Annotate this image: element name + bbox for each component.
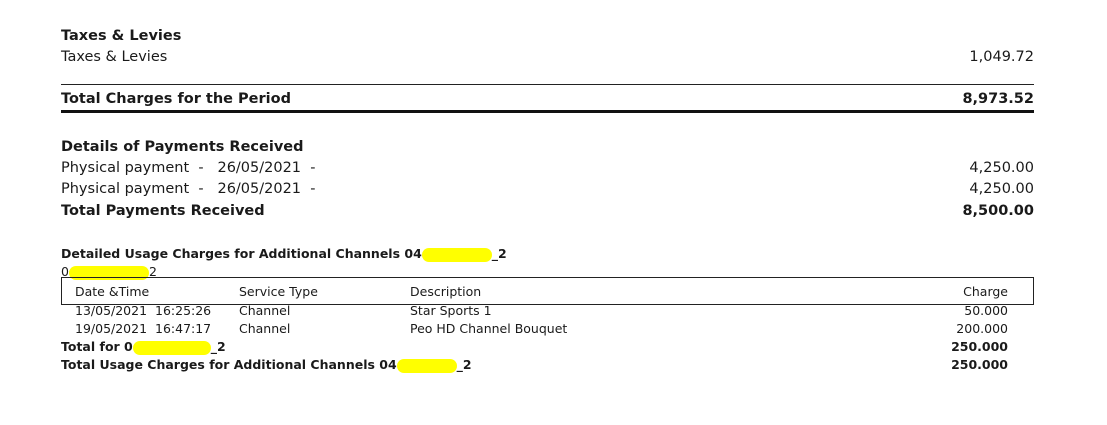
payments-heading: Details of Payments Received (61, 139, 304, 155)
taxes-line-amount: 1,049.72 (969, 49, 1034, 65)
grand-total-amount: 250.000 (951, 357, 1008, 372)
table-row-2-service: Channel (239, 321, 291, 336)
total-for-amount: 250.000 (951, 339, 1008, 354)
total-charges-label: Total Charges for the Period (61, 91, 291, 107)
col-header-description: Description (410, 284, 482, 299)
total-charges-amount: 8,973.52 (962, 91, 1034, 107)
total-for-prefix: Total for 0 (61, 339, 133, 354)
divider-top (61, 84, 1034, 85)
taxes-line-label: Taxes & Levies (61, 49, 168, 65)
table-row-2-description: Peo HD Channel Bouquet (410, 321, 568, 336)
grand-total-suffix: _2 (456, 357, 472, 372)
col-header-service: Service Type (239, 284, 318, 299)
table-row-1-charge: 50.000 (964, 303, 1008, 318)
redaction-mark (132, 340, 211, 355)
grand-total-prefix: Total Usage Charges for Additional Chann… (61, 357, 397, 372)
usage-table-header (61, 277, 1034, 305)
usage-heading: Detailed Usage Charges for Additional Ch… (61, 246, 507, 262)
payment-row-2-amount: 4,250.00 (969, 181, 1034, 197)
table-row-2-datetime: 19/05/2021 16:47:17 (75, 321, 212, 336)
payment-row-1-amount: 4,250.00 (969, 160, 1034, 176)
total-for-suffix: _2 (210, 339, 226, 354)
usage-account-suffix: 2 (148, 264, 157, 279)
table-row-1-datetime: 13/05/2021 16:25:26 (75, 303, 212, 318)
redaction-mark (421, 247, 492, 262)
payment-row-2-label: Physical payment - 26/05/2021 - (61, 181, 316, 197)
payment-row-1-label: Physical payment - 26/05/2021 - (61, 160, 316, 176)
table-row-2-charge: 200.000 (956, 321, 1008, 336)
payments-total-label: Total Payments Received (61, 203, 265, 219)
table-row-1-service: Channel (239, 303, 291, 318)
col-header-datetime: Date &Time (75, 284, 150, 299)
redaction-mark (396, 358, 457, 373)
col-header-charge: Charge (963, 284, 1008, 299)
usage-account-prefix: 0 (61, 264, 69, 279)
taxes-heading: Taxes & Levies (61, 28, 182, 44)
usage-heading-suffix: _2 (491, 246, 507, 261)
divider-thick (61, 110, 1034, 113)
total-for-label: Total for 0 _2 (61, 339, 226, 355)
grand-total-label: Total Usage Charges for Additional Chann… (61, 357, 472, 373)
table-row-1-description: Star Sports 1 (410, 303, 492, 318)
redaction-mark (68, 265, 149, 280)
payments-total-amount: 8,500.00 (962, 203, 1034, 219)
usage-heading-prefix: Detailed Usage Charges for Additional Ch… (61, 246, 422, 261)
